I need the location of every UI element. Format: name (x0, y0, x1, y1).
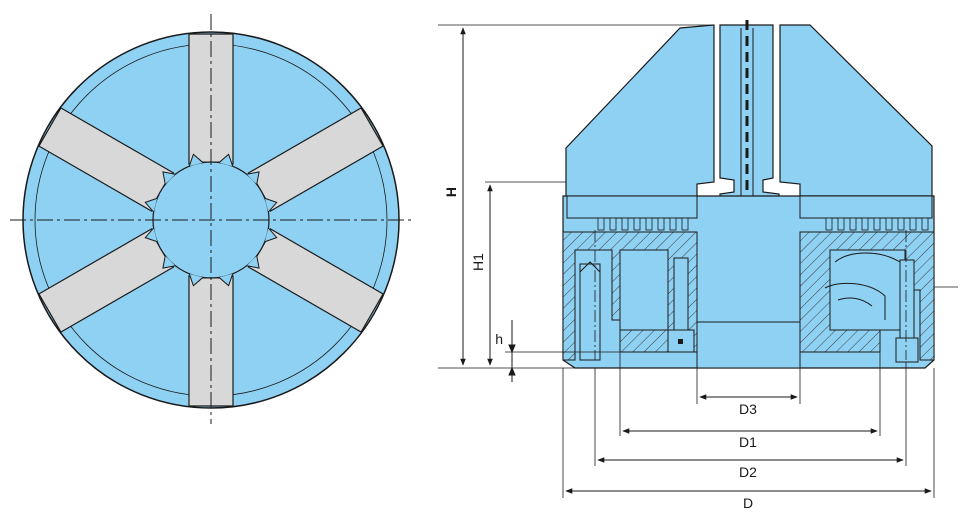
rack-tooth (909, 217, 917, 231)
right-rack-teeth (825, 217, 929, 231)
gear-tooth (162, 171, 176, 185)
left-bolt-tip (579, 261, 601, 273)
left-pinion-pocket (619, 249, 669, 331)
gear-tooth (264, 197, 278, 213)
jaw-set (38, 33, 384, 407)
left-rack-teeth (597, 217, 689, 231)
dim-label-D: D (743, 495, 753, 511)
rack-tooth (825, 217, 833, 231)
rack-tooth (621, 217, 629, 231)
rack-tooth (921, 217, 929, 231)
rack-tooth (873, 217, 881, 231)
dim-arrow-h-top (508, 344, 516, 354)
rack-tooth (633, 217, 641, 231)
left-screw (673, 257, 689, 333)
right-jaw (779, 24, 933, 197)
right-screw-head (895, 337, 919, 363)
gear-tooth (144, 227, 158, 243)
dim-arrow-h-bottom (508, 366, 516, 376)
dim-label-D3: D3 (739, 401, 757, 417)
rack-tooth (885, 217, 893, 231)
front-view (10, 14, 412, 424)
dim-label-H: H (443, 187, 459, 197)
rack-tooth (849, 217, 857, 231)
gear-teeth (144, 153, 278, 287)
gear-tooth (162, 255, 176, 269)
gear-tooth (188, 273, 204, 287)
rack-tooth (897, 217, 905, 231)
dim-label-h: h (495, 331, 503, 347)
rack-tooth (669, 217, 677, 231)
vertical-dimensions (460, 27, 516, 382)
gear-tooth (264, 227, 278, 243)
rack-tooth (597, 217, 605, 231)
gear-tooth (218, 153, 234, 167)
horizontal-dimensions (565, 394, 932, 494)
rack-tooth (681, 217, 689, 231)
dim-label-D1: D1 (739, 434, 757, 450)
rack-tooth (609, 217, 617, 231)
center-bore (696, 321, 801, 369)
gear-tooth (144, 197, 158, 213)
right-pinion-curve (824, 252, 901, 320)
left-guide-plate (566, 195, 698, 219)
rack-tooth (645, 217, 653, 231)
right-screw (899, 259, 915, 339)
center-jaw (719, 24, 780, 215)
extension-lines (438, 24, 935, 498)
left-bolt (579, 263, 601, 361)
rack-tooth (861, 217, 869, 231)
gear-tooth (218, 273, 234, 287)
section-view: H H1 h D3 D1 D2 D (438, 20, 958, 511)
dim-label-D2: D2 (739, 464, 757, 480)
gear-tooth (188, 153, 204, 167)
gear-tooth (246, 171, 260, 185)
gear-tooth (246, 255, 260, 269)
right-pinion-pocket (829, 249, 906, 331)
left-screw-socket (678, 339, 683, 344)
dim-label-H1: H1 (470, 253, 486, 271)
left-jaw (565, 24, 715, 199)
right-guide-plate (799, 195, 933, 219)
rack-tooth (837, 217, 845, 231)
rack-tooth (657, 217, 665, 231)
